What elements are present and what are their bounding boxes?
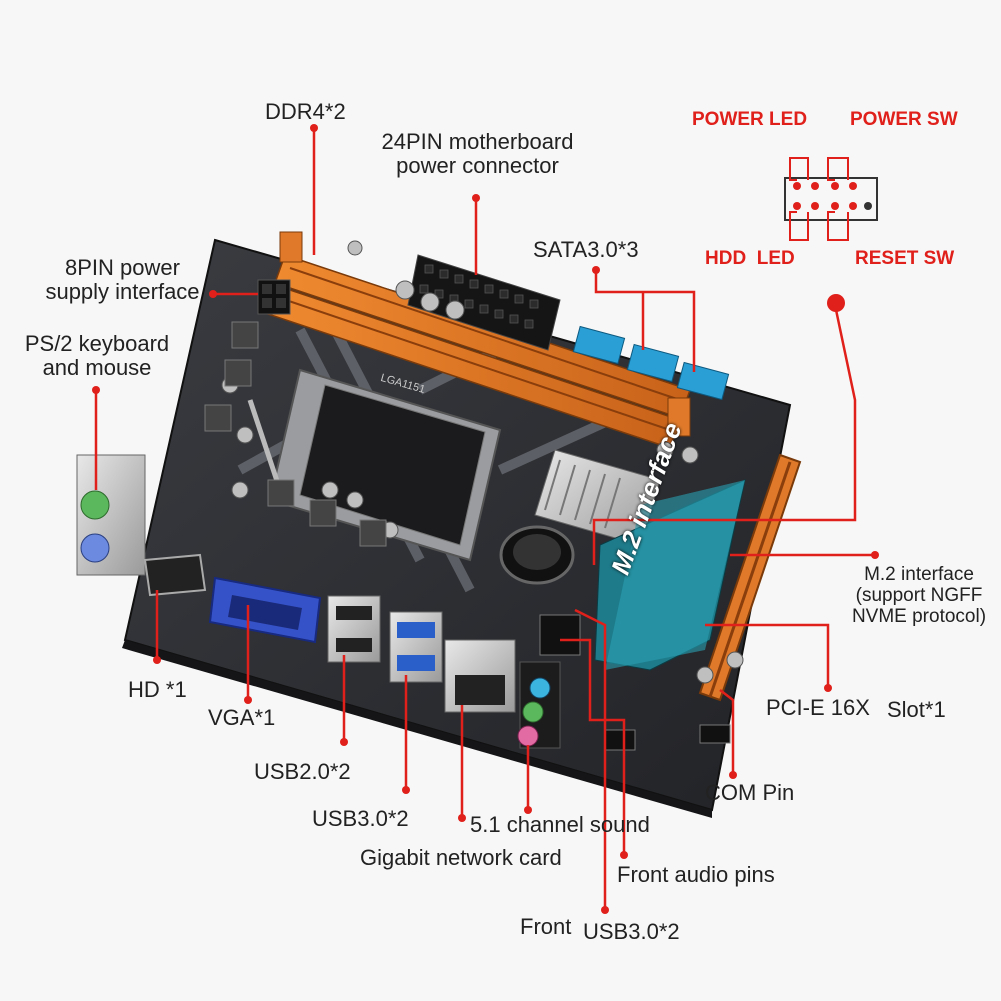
callout-dots xyxy=(92,124,879,914)
label-ps2: PS/2 keyboard and mouse xyxy=(12,332,182,380)
usb20-ports xyxy=(327,595,381,663)
label-ddr4: DDR4*2 xyxy=(265,99,346,124)
cpu-8pin-connector xyxy=(257,279,291,315)
sata-ports xyxy=(572,325,730,401)
usb30-ports xyxy=(389,611,443,683)
label-ps2-line2: and mouse xyxy=(42,355,152,380)
label-hdd-led: HDD LED xyxy=(705,248,795,269)
label-com: COM Pin xyxy=(705,780,795,805)
pcie-x16-slot xyxy=(698,453,802,702)
label-usb30: USB3.0*2 xyxy=(312,806,409,831)
label-front-audio: Front audio pins xyxy=(617,862,775,887)
sata-port-3 xyxy=(676,361,730,401)
label-lan: Gigabit network card xyxy=(360,845,562,870)
label-reset-sw: RESET SW xyxy=(855,248,955,269)
label-24pin-line1: 24PIN motherboard xyxy=(381,129,574,154)
sata-port-2 xyxy=(626,343,680,383)
label-m2: M.2 interface (support NGFF NVME protoco… xyxy=(838,564,1000,627)
label-sata: SATA3.0*3 xyxy=(533,237,639,262)
label-8pin-line2: supply interface xyxy=(45,279,200,304)
sata-port-1 xyxy=(572,325,626,365)
atx-24pin-connector xyxy=(407,254,561,351)
callout-lines xyxy=(94,128,875,910)
label-m2-line2: (support NGFF xyxy=(855,585,983,606)
label-24pin: 24PIN motherboard power connector xyxy=(360,130,595,178)
label-pcie-b: Slot*1 xyxy=(887,697,946,722)
label-24pin-line2: power connector xyxy=(396,153,559,178)
label-front-usb-a: Front xyxy=(520,914,572,939)
cmos-battery xyxy=(499,525,575,585)
label-ps2-line1: PS/2 keyboard xyxy=(24,331,170,356)
audio-jacks xyxy=(517,661,561,749)
label-vga: VGA*1 xyxy=(208,705,276,730)
vrm-chokes xyxy=(204,321,387,547)
label-power-led: POWER LED xyxy=(692,109,808,130)
label-8pin-line1: 8PIN power xyxy=(65,255,180,280)
lan-port xyxy=(444,639,516,713)
label-power-sw: POWER SW xyxy=(850,109,958,130)
label-m2-line3: NVME protocol) xyxy=(851,606,987,627)
motherboard-edge xyxy=(122,640,712,818)
label-front-usb-b: USB3.0*2 xyxy=(583,919,680,944)
front-headers xyxy=(539,614,731,751)
capacitors xyxy=(221,240,744,684)
label-m2-line1: M.2 interface xyxy=(864,564,974,585)
label-8pin: 8PIN power supply interface xyxy=(30,256,215,304)
ps2-port xyxy=(76,454,146,576)
label-hd: HD *1 xyxy=(128,677,187,702)
front-panel-header-diagram xyxy=(784,157,878,241)
vga-port xyxy=(208,576,322,644)
label-usb20: USB2.0*2 xyxy=(254,759,351,784)
m2-ssd xyxy=(594,479,746,671)
hdmi-port xyxy=(143,553,207,597)
label-pcie-a: PCI-E 16X xyxy=(766,695,870,720)
label-sound: 5.1 channel sound xyxy=(470,812,650,837)
